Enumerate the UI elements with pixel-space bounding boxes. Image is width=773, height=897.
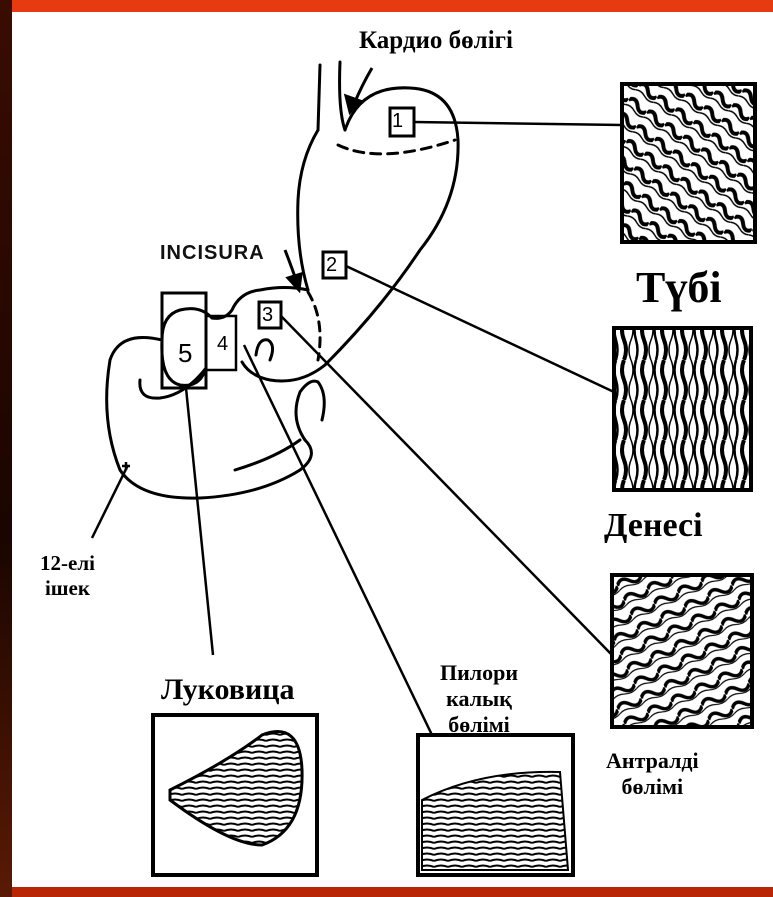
antral-mucosa-image: [612, 575, 752, 727]
fundus-label: Түбі: [636, 262, 722, 314]
antral-label-line1: Антралді: [606, 748, 699, 774]
cardia-label: Кардио бөлігі: [359, 26, 513, 56]
incisura-arrow: [285, 250, 301, 290]
duodenum-label: 12-елі ішек: [40, 551, 95, 601]
bulb-label: Луковица: [161, 672, 295, 707]
region-number-5: 5: [178, 338, 192, 369]
leader-lines: [92, 122, 622, 735]
body-label: Денесі: [604, 506, 703, 546]
pyloric-label-line3: бөлімі: [440, 712, 518, 738]
region-number-4: 4: [217, 333, 228, 357]
duodenum-label-line2: ішек: [40, 576, 95, 601]
fundus-mucosa-image: [622, 84, 755, 242]
antral-label: Антралді бөлімі: [606, 748, 699, 800]
region-number-3: 3: [262, 304, 273, 328]
region-number-1: 1: [392, 110, 403, 134]
pyloric-mucosa-image: [418, 735, 573, 875]
pyloric-label: Пилори калық бөлімі: [440, 660, 518, 738]
pyloric-label-line1: Пилори: [440, 660, 518, 686]
body-mucosa-image: [614, 328, 751, 490]
bulb-mucosa-image: [153, 715, 317, 875]
antral-label-line2: бөлімі: [606, 774, 699, 800]
duodenum-label-line1: 12-елі: [40, 551, 95, 576]
region-number-2: 2: [326, 254, 337, 278]
incisura-label: INCISURA: [160, 242, 265, 266]
pyloric-label-line2: калық: [440, 686, 518, 712]
